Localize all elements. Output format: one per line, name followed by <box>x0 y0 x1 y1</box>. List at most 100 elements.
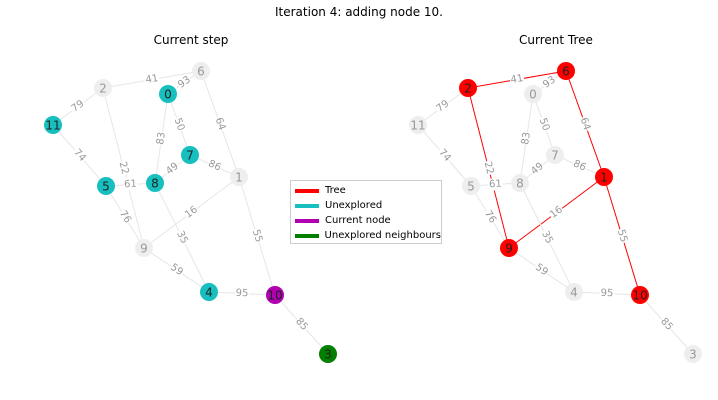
left-edge-weight-bg-4-10 <box>234 287 250 300</box>
left-edge-weight-7-8: 49 <box>164 161 181 178</box>
right-node-label-7: 7 <box>551 149 559 163</box>
right-edge-weight-1-10: 55 <box>615 228 629 243</box>
legend: Tree Unexplored Current node Unexplored … <box>290 180 442 244</box>
legend-swatch-unexplored <box>295 203 319 208</box>
legend-label-unexplored: Unexplored <box>325 200 383 211</box>
left-edge-weight-6-1: 64 <box>213 116 228 132</box>
right-node-label-2: 2 <box>464 82 472 96</box>
legend-swatch-unexplored-neighbours <box>295 233 319 238</box>
right-edge-weight-bg-7-8 <box>528 159 547 179</box>
left-edge-weight-7-1: 86 <box>206 158 222 173</box>
left-node-label-5: 5 <box>102 180 110 194</box>
left-node-label-7: 7 <box>186 149 194 163</box>
right-edge-weight-7-1: 86 <box>571 158 587 173</box>
right-edge-weight-bg-9-4 <box>532 261 551 279</box>
left-node-label-0: 0 <box>164 88 172 102</box>
left-edge-weight-4-10: 95 <box>235 288 248 300</box>
right-edge-weight-bg-5-8 <box>488 178 503 191</box>
left-edge-weight-bg-7-8 <box>163 159 182 179</box>
right-node-label-10: 10 <box>632 289 647 303</box>
legend-label-current-node: Current node <box>325 215 391 226</box>
left-edge-weight-bg-0-8 <box>154 130 169 147</box>
right-edge-weight-bg-2-11 <box>433 97 453 116</box>
left-node-1 <box>230 168 248 186</box>
figure-title: Iteration 4: adding node 10. <box>274 5 443 19</box>
left-edge-weight-1-10: 55 <box>250 228 264 243</box>
right-node-11 <box>409 116 427 134</box>
left-edge-weight-bg-1-10 <box>249 227 265 245</box>
right-node-6 <box>557 62 575 80</box>
left-node-label-10: 10 <box>267 289 282 303</box>
left-edge-weight-2-6: 41 <box>145 73 159 86</box>
left-edge-weight-5-8: 61 <box>124 179 137 191</box>
left-edge-weight-bg-5-8 <box>123 178 138 191</box>
left-edge-weight-9-1: 16 <box>183 204 200 220</box>
left-node-label-3: 3 <box>324 348 332 362</box>
right-node-label-11: 11 <box>410 119 425 133</box>
right-node-2 <box>459 79 477 97</box>
left-node-6 <box>192 62 210 80</box>
left-edge-weight-bg-9-4 <box>167 261 186 279</box>
left-edge-weight-2-11: 79 <box>70 98 87 114</box>
left-edge-weight-8-4: 35 <box>174 229 190 245</box>
left-edge-weight-bg-2-9 <box>115 159 132 177</box>
left-node-label-11: 11 <box>45 119 60 133</box>
right-node-3 <box>684 345 702 363</box>
right-node-9 <box>500 239 518 257</box>
left-panel-title: Current step <box>153 33 229 47</box>
left-edge-weight-bg-2-11 <box>68 97 88 116</box>
left-node-label-8: 8 <box>151 177 159 191</box>
left-node-2 <box>94 79 112 97</box>
right-node-label-4: 4 <box>570 286 578 300</box>
right-node-label-6: 6 <box>562 65 570 79</box>
left-node-9 <box>135 239 153 257</box>
right-node-7 <box>546 146 564 164</box>
right-panel-title: Current Tree <box>519 33 593 47</box>
legend-item-unexplored: Unexplored <box>291 198 441 213</box>
right-edge-weight-9-1: 16 <box>548 204 565 220</box>
right-node-label-8: 8 <box>516 177 524 191</box>
right-node-label-0: 0 <box>529 88 537 102</box>
right-edge-weight-bg-6-0 <box>540 73 559 92</box>
left-edge-weight-11-5: 74 <box>71 147 88 164</box>
left-edge-weight-bg-6-1 <box>211 115 229 133</box>
legend-swatch-current-node <box>295 218 319 223</box>
right-node-1 <box>595 168 613 186</box>
left-node-label-2: 2 <box>99 82 107 96</box>
right-edge-weight-8-4: 35 <box>539 229 555 245</box>
left-node-7 <box>181 146 199 164</box>
left-node-0 <box>159 85 177 103</box>
left-node-10 <box>266 286 284 304</box>
right-edge-weight-bg-7-1 <box>570 157 589 175</box>
left-edge-weight-6-0: 93 <box>176 74 193 90</box>
left-edge-weight-5-9: 76 <box>117 209 133 226</box>
right-edge-weight-bg-10-3 <box>657 315 676 334</box>
right-node-4 <box>565 283 583 301</box>
legend-swatch-tree <box>295 188 319 193</box>
left-edge-weight-2-9: 22 <box>117 160 131 175</box>
right-edge-weight-bg-5-9 <box>481 207 499 227</box>
right-edge-weight-9-4: 59 <box>533 262 550 278</box>
right-edge-weight-bg-11-5 <box>435 146 454 165</box>
left-edge-weight-bg-9-1 <box>182 203 201 222</box>
right-node-label-5: 5 <box>467 180 475 194</box>
right-edge-weight-7-8: 49 <box>529 161 546 178</box>
left-edge-weight-bg-2-6 <box>144 72 160 87</box>
right-edge-weight-bg-0-8 <box>519 130 534 147</box>
right-edge-weight-5-8: 61 <box>489 179 502 191</box>
left-edge-weight-bg-6-0 <box>175 73 194 92</box>
left-node-label-4: 4 <box>205 286 213 300</box>
legend-item-current-node: Current node <box>291 213 441 228</box>
left-node-3 <box>319 345 337 363</box>
right-edge-weight-bg-9-1 <box>547 203 566 222</box>
left-edge-weight-bg-0-7 <box>170 115 188 134</box>
legend-label-unexplored-neighbours: Unexplored neighbours <box>324 230 441 241</box>
left-edge-weight-0-7: 50 <box>172 117 187 133</box>
left-edge-weight-bg-7-1 <box>205 157 224 175</box>
right-edge-weight-2-9: 22 <box>482 160 496 175</box>
right-edge-weight-bg-8-4 <box>538 228 556 247</box>
left-edge-weight-bg-8-4 <box>173 228 191 247</box>
right-node-label-3: 3 <box>689 348 697 362</box>
